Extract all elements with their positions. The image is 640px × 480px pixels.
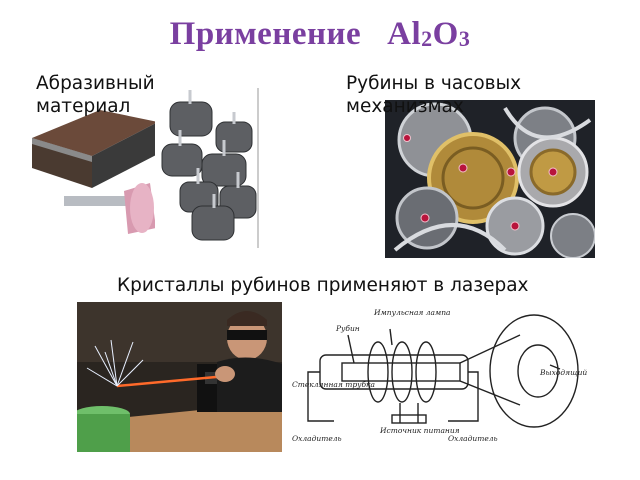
abrasive-caption: Абразивный материал	[36, 73, 155, 117]
watch-movement-image	[385, 100, 595, 258]
formula-al-sub: 2	[421, 26, 433, 51]
laser-caption: Кристаллы рубинов применяют в лазерах	[117, 275, 529, 296]
glass-tube-label: Стеклянная трубка	[292, 380, 375, 389]
output-beam-label: Выходящий пучок	[539, 368, 590, 377]
watch-movement-gears-icon	[385, 100, 595, 258]
title-word: Применение	[169, 16, 362, 52]
title-formula: Al2O3	[387, 16, 470, 52]
sanding-block-and-grinding-wheels-icon	[32, 88, 260, 248]
laser-schematic: Импульсная лампа Рубин Стеклянная трубка…	[290, 305, 590, 448]
ruby-caption: Рубины в часовых механизмах	[346, 73, 522, 117]
laser-photo-image	[77, 302, 282, 452]
slide-title: Применение Al2O3	[0, 16, 640, 53]
ruby-label: Рубин	[335, 324, 360, 333]
cooler-right-label: Охладитель	[448, 434, 498, 443]
formula-o-sub: 3	[458, 26, 471, 51]
ruby-laser-schematic-icon: Импульсная лампа Рубин Стеклянная трубка…	[292, 308, 590, 443]
lamp-label: Импульсная лампа	[373, 308, 451, 317]
ruby-laser-experiment-photo-icon	[77, 302, 282, 452]
abrasive-image	[30, 88, 265, 253]
power-source-label: Источник питания	[379, 426, 460, 435]
cooler-left-label: Охладитель	[292, 434, 342, 443]
formula-o: O	[432, 16, 459, 52]
formula-al: Al	[387, 16, 422, 52]
